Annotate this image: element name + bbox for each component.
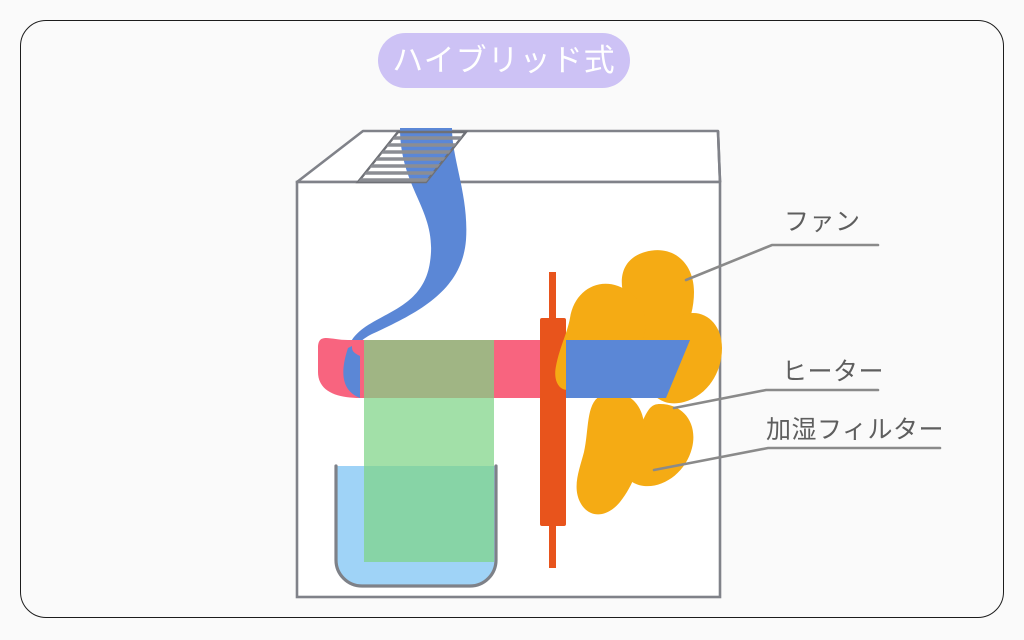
callout-label-heater: ヒーター xyxy=(782,358,885,386)
heater-stem-bottom xyxy=(549,520,556,568)
housing-top-face xyxy=(295,129,722,184)
heater-stem-top xyxy=(549,272,556,324)
humidifying-filter xyxy=(364,340,494,562)
callout-label-humidifying-filter: 加湿フィルター xyxy=(766,416,945,444)
callout-leader-lines xyxy=(652,243,942,472)
grille-frame xyxy=(355,130,469,184)
leader-line-filter xyxy=(652,446,942,472)
title-badge: ハイブリッド式 xyxy=(378,33,630,88)
outlet-airflow-arrow xyxy=(566,340,690,398)
leader-line-fan xyxy=(684,243,880,282)
fan-blade-5 xyxy=(576,392,645,515)
intake-airflow-ribbon xyxy=(343,128,467,398)
callout-label-fan: ファン xyxy=(784,208,861,236)
housing-right-edge xyxy=(716,130,722,183)
leader-line-heater xyxy=(672,388,880,410)
intake-airflow-tail xyxy=(343,346,360,398)
title-badge-label: ハイブリッド式 xyxy=(392,43,616,78)
